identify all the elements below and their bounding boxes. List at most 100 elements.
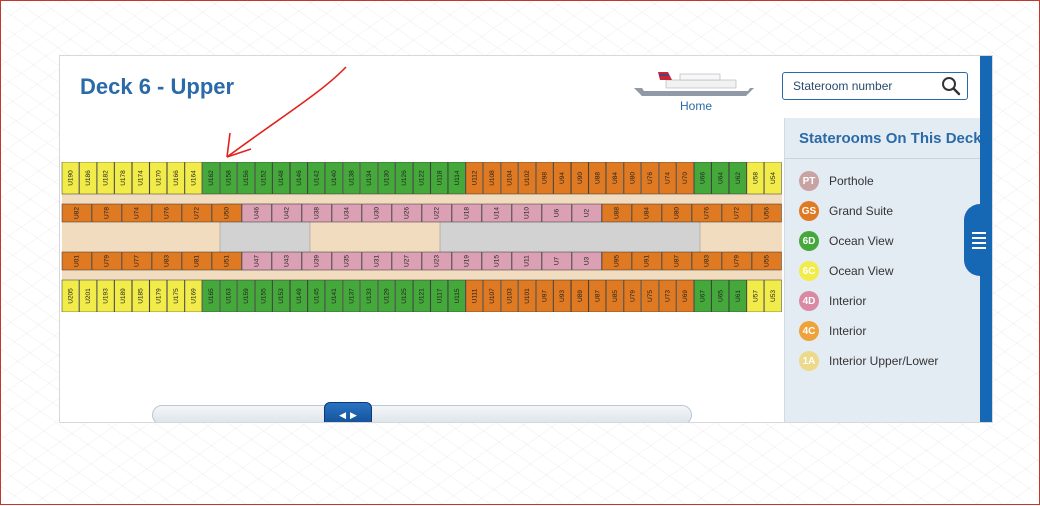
- stateroom-cabin[interactable]: U146: [290, 162, 308, 195]
- stateroom-cell[interactable]: [751, 203, 782, 223]
- stateroom-cell[interactable]: [301, 251, 332, 271]
- stateroom-cabin[interactable]: U39: [301, 251, 332, 271]
- stateroom-cabin[interactable]: U153: [272, 279, 290, 312]
- stateroom-cell[interactable]: [202, 279, 220, 312]
- stateroom-cabin[interactable]: U42: [271, 203, 302, 223]
- stateroom-cell[interactable]: [131, 279, 150, 312]
- stateroom-cabin[interactable]: U84: [631, 203, 662, 223]
- stateroom-cell[interactable]: [412, 279, 431, 312]
- stateroom-cell[interactable]: [500, 162, 519, 195]
- stateroom-cell[interactable]: [711, 279, 729, 312]
- stateroom-cabin[interactable]: U155: [254, 279, 273, 312]
- stateroom-cell[interactable]: [272, 162, 290, 195]
- stateroom-cabin[interactable]: U152: [254, 162, 273, 195]
- map-scroll-handle[interactable]: ◀ ▶: [324, 402, 372, 422]
- stateroom-cabin[interactable]: U27: [391, 251, 422, 271]
- legend-item[interactable]: PT Porthole: [799, 166, 938, 196]
- stateroom-cell[interactable]: [481, 251, 512, 271]
- stateroom-cell[interactable]: [61, 251, 92, 271]
- stateroom-cabin[interactable]: U58: [746, 162, 765, 195]
- stateroom-cell[interactable]: [430, 279, 448, 312]
- stateroom-cell[interactable]: [91, 251, 122, 271]
- stateroom-cell[interactable]: [661, 251, 692, 271]
- stateroom-cell[interactable]: [237, 162, 255, 195]
- stateroom-cabin[interactable]: U18: [451, 203, 482, 223]
- stateroom-cabin[interactable]: U7: [541, 251, 572, 271]
- stateroom-cell[interactable]: [342, 279, 361, 312]
- stateroom-cabin[interactable]: U118: [430, 162, 448, 195]
- stateroom-cabin[interactable]: U103: [500, 279, 519, 312]
- stateroom-cell[interactable]: [254, 162, 273, 195]
- stateroom-cabin[interactable]: U75: [641, 279, 659, 312]
- stateroom-cell[interactable]: [331, 251, 362, 271]
- stateroom-cell[interactable]: [571, 162, 589, 195]
- stateroom-cell[interactable]: [571, 279, 589, 312]
- stateroom-cell[interactable]: [676, 279, 694, 312]
- stateroom-cabin[interactable]: U83: [691, 251, 722, 271]
- stateroom-cell[interactable]: [764, 162, 782, 195]
- stateroom-cabin[interactable]: U170: [149, 162, 168, 195]
- stateroom-cell[interactable]: [421, 203, 452, 223]
- stateroom-cell[interactable]: [571, 203, 602, 223]
- stateroom-cell[interactable]: [721, 251, 752, 271]
- legend-item[interactable]: 6C Ocean View: [799, 256, 938, 286]
- stateroom-cabin[interactable]: U98: [535, 162, 554, 195]
- legend-item[interactable]: 1A Interior Upper/Lower: [799, 346, 938, 376]
- stateroom-cabin[interactable]: U95: [601, 251, 632, 271]
- stateroom-cell[interactable]: [391, 203, 422, 223]
- stateroom-cabin[interactable]: U26: [391, 203, 422, 223]
- stateroom-cell[interactable]: [79, 162, 97, 195]
- stateroom-cabin[interactable]: U67: [693, 279, 712, 312]
- stateroom-cabin[interactable]: U189: [114, 279, 132, 312]
- stateroom-cabin[interactable]: U76: [151, 203, 182, 223]
- stateroom-cabin[interactable]: U166: [167, 162, 185, 195]
- stateroom-cell[interactable]: [693, 279, 712, 312]
- stateroom-cabin[interactable]: U46: [241, 203, 272, 223]
- stateroom-cell[interactable]: [167, 162, 185, 195]
- stateroom-cell[interactable]: [131, 162, 150, 195]
- stateroom-cabin[interactable]: U141: [325, 279, 343, 312]
- stateroom-cell[interactable]: [511, 251, 542, 271]
- stateroom-cabin[interactable]: U112: [465, 162, 484, 195]
- stateroom-cabin[interactable]: U94: [553, 162, 571, 195]
- stateroom-cell[interactable]: [290, 279, 308, 312]
- stateroom-cell[interactable]: [483, 162, 501, 195]
- stateroom-cell[interactable]: [606, 162, 624, 195]
- stateroom-cabin[interactable]: U164: [184, 162, 203, 195]
- stateroom-cell[interactable]: [541, 251, 572, 271]
- stateroom-cabin[interactable]: U66: [693, 162, 712, 195]
- stateroom-cell[interactable]: [588, 279, 607, 312]
- stateroom-cell[interactable]: [711, 162, 729, 195]
- stateroom-cabin[interactable]: U179: [149, 279, 168, 312]
- stateroom-cabin[interactable]: U122: [412, 162, 431, 195]
- stateroom-cabin[interactable]: U193: [96, 279, 115, 312]
- stateroom-cabin[interactable]: U2: [571, 203, 602, 223]
- stateroom-cabin[interactable]: U134: [360, 162, 378, 195]
- stateroom-cell[interactable]: [149, 162, 168, 195]
- legend-item[interactable]: 4C Interior: [799, 316, 938, 346]
- stateroom-cabin[interactable]: U145: [307, 279, 326, 312]
- stateroom-cell[interactable]: [623, 162, 642, 195]
- stateroom-cell[interactable]: [181, 203, 212, 223]
- stateroom-cell[interactable]: [361, 203, 392, 223]
- stateroom-cabin[interactable]: U91: [631, 251, 662, 271]
- stateroom-cell[interactable]: [241, 203, 272, 223]
- stateroom-cabin[interactable]: U108: [483, 162, 501, 195]
- legend-item[interactable]: 6D Ocean View: [799, 226, 938, 256]
- stateroom-cell[interactable]: [553, 279, 571, 312]
- stateroom-cabin[interactable]: U80: [661, 203, 692, 223]
- stateroom-cell[interactable]: [412, 162, 431, 195]
- stateroom-cell[interactable]: [451, 251, 482, 271]
- stateroom-cell[interactable]: [511, 203, 542, 223]
- stateroom-cell[interactable]: [61, 162, 80, 195]
- stateroom-cell[interactable]: [377, 162, 396, 195]
- stateroom-cabin[interactable]: U90: [571, 162, 589, 195]
- stateroom-cabin[interactable]: U126: [395, 162, 413, 195]
- stateroom-cabin[interactable]: U185: [131, 279, 150, 312]
- stateroom-cabin[interactable]: U70: [676, 162, 694, 195]
- stateroom-cell[interactable]: [342, 162, 361, 195]
- stateroom-cell[interactable]: [96, 279, 115, 312]
- stateroom-cell[interactable]: [606, 279, 624, 312]
- stateroom-cabin[interactable]: U61: [729, 279, 747, 312]
- stateroom-cell[interactable]: [184, 162, 203, 195]
